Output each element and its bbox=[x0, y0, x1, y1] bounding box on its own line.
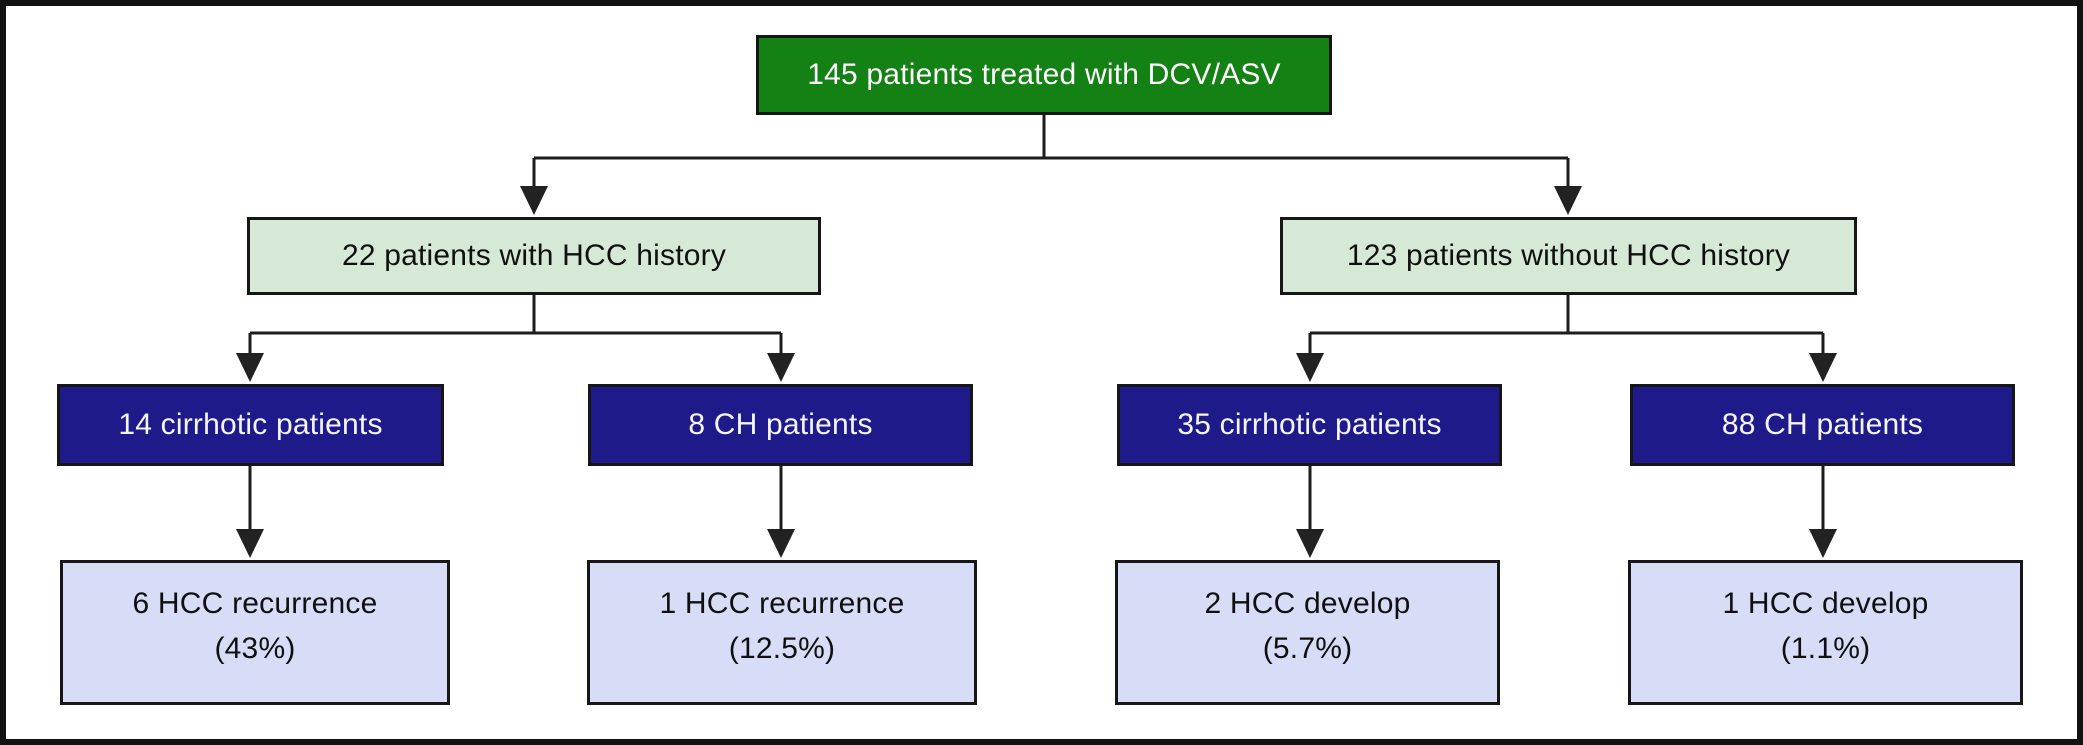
outcome-hcc-recurrence-ch: 1 HCC recurrence (12.5%) bbox=[587, 560, 977, 705]
node-cirrhotic-with-history-label: 14 cirrhotic patients bbox=[118, 408, 383, 441]
arrowhead-icon bbox=[1809, 353, 1837, 382]
arrowhead-icon bbox=[1554, 186, 1582, 215]
arrowhead-icon bbox=[767, 529, 795, 558]
node-ch-with-history-label: 8 CH patients bbox=[688, 408, 873, 441]
outcome-count-label: 6 HCC recurrence bbox=[132, 587, 378, 620]
root-node-label: 145 patients treated with DCV/ASV bbox=[807, 58, 1281, 91]
node-ch-with-history: 8 CH patients bbox=[588, 384, 973, 466]
arrowhead-icon bbox=[1296, 353, 1324, 382]
outcome-hcc-develop-ch: 1 HCC develop (1.1%) bbox=[1628, 560, 2023, 705]
outcome-count-label: 1 HCC recurrence bbox=[659, 587, 905, 620]
node-cirrhotic-with-history: 14 cirrhotic patients bbox=[57, 384, 444, 466]
node-ch-without-history-label: 88 CH patients bbox=[1721, 408, 1924, 441]
outcome-count-label: 2 HCC develop bbox=[1204, 587, 1411, 620]
arrowhead-icon bbox=[767, 353, 795, 382]
connector-lines bbox=[248, 115, 1825, 531]
node-with-hcc-history-label: 22 patients with HCC history bbox=[341, 239, 727, 272]
arrowhead-icon bbox=[236, 353, 264, 382]
outcome-hcc-recurrence-cirrhotic: 6 HCC recurrence (43%) bbox=[60, 560, 450, 705]
arrowhead-icon bbox=[1296, 529, 1324, 558]
node-ch-without-history: 88 CH patients bbox=[1630, 384, 2015, 466]
outcome-hcc-develop-cirrhotic: 2 HCC develop (5.7%) bbox=[1115, 560, 1500, 705]
node-without-hcc-history-label: 123 patients without HCC history bbox=[1346, 239, 1791, 272]
node-cirrhotic-without-history-label: 35 cirrhotic patients bbox=[1177, 408, 1442, 441]
node-without-hcc-history: 123 patients without HCC history bbox=[1280, 217, 1857, 295]
arrowheads bbox=[236, 186, 1837, 558]
arrowhead-icon bbox=[236, 529, 264, 558]
node-with-hcc-history: 22 patients with HCC history bbox=[247, 217, 821, 295]
outcome-percent-label: (43%) bbox=[214, 632, 296, 665]
arrowhead-icon bbox=[1809, 529, 1837, 558]
root-node: 145 patients treated with DCV/ASV bbox=[756, 35, 1332, 115]
outcome-percent-label: (12.5%) bbox=[728, 632, 836, 665]
outcome-count-label: 1 HCC develop bbox=[1722, 587, 1929, 620]
outcome-percent-label: (1.1%) bbox=[1780, 632, 1871, 665]
node-cirrhotic-without-history: 35 cirrhotic patients bbox=[1117, 384, 1502, 466]
outcome-percent-label: (5.7%) bbox=[1262, 632, 1353, 665]
arrowhead-icon bbox=[520, 186, 548, 215]
